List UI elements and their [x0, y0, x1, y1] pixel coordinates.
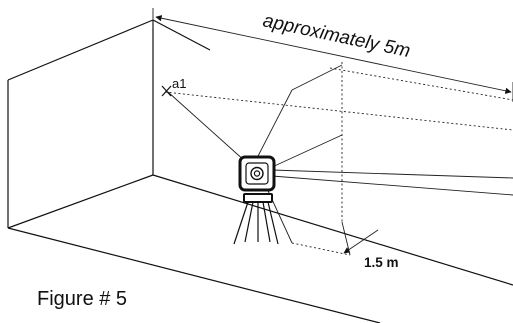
ceiling-left-edge — [152, 19, 211, 51]
offset-arrow-lower — [343, 229, 379, 254]
room-outline — [7, 19, 513, 323]
floor-back-edge — [152, 174, 513, 286]
back-wall-horizontal-line — [329, 67, 513, 101]
offset-label: 1.5 m — [364, 255, 399, 270]
offset-dimension: 1.5 m — [341, 221, 399, 270]
beam-to-a1 — [167, 91, 247, 163]
laser-level-icon — [233, 155, 279, 245]
beam-to-floor — [263, 181, 293, 244]
floor-offset-line — [291, 242, 351, 256]
beam-right-upper — [271, 169, 513, 179]
laser-horizontal-line — [164, 91, 513, 131]
point-a1: a1 — [161, 76, 186, 97]
distance-dimension: approximately 5m — [152, 8, 513, 102]
beam-to-wall — [269, 134, 343, 169]
dimension-arrow — [155, 15, 512, 94]
beam-upper-top — [291, 64, 343, 91]
figure-caption: Figure # 5 — [37, 288, 127, 310]
distance-label: approximately 5m — [261, 10, 412, 62]
laser-beams — [167, 64, 513, 244]
beam-upper — [255, 89, 293, 161]
left-wall-bottom-edge — [7, 174, 154, 229]
left-wall-top-edge — [7, 19, 154, 81]
tripod-leg-right — [267, 201, 279, 245]
tripod-head — [243, 193, 273, 203]
floor-front-edge — [7, 227, 381, 323]
reference-lines — [164, 62, 513, 256]
beam-right-lower — [271, 175, 513, 196]
point-label: a1 — [172, 76, 186, 91]
tripod-leg-left — [233, 201, 249, 245]
